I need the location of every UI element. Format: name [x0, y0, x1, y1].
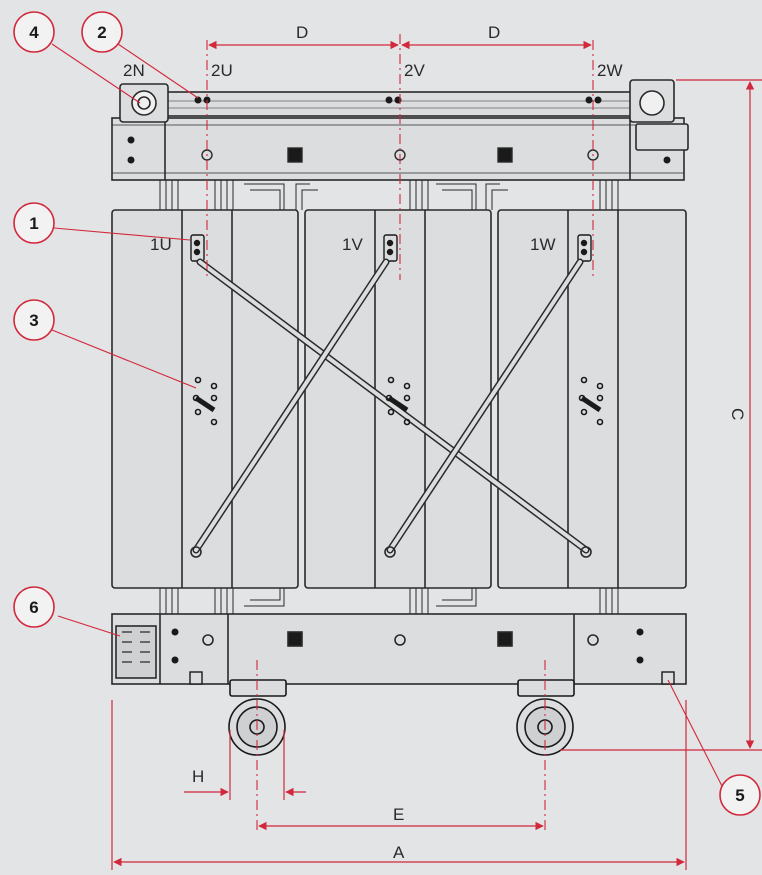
callout-4: 4 — [13, 11, 55, 53]
bottom-bolts — [171, 628, 644, 664]
tap-links — [192, 376, 604, 426]
dimension-d-right: D — [488, 23, 500, 42]
hv-terminals — [190, 234, 592, 262]
svg-text:6: 6 — [29, 598, 38, 617]
dimension-h: H — [192, 767, 204, 786]
dimension-d-left: D — [296, 23, 308, 42]
callout-3: 3 — [13, 299, 55, 341]
callout-leaders — [51, 43, 725, 791]
earth-terminals — [189, 671, 675, 685]
wheels — [228, 679, 575, 756]
callout-2: 2 — [81, 11, 123, 53]
dimension-c: C — [728, 408, 747, 420]
svg-text:5: 5 — [735, 786, 744, 805]
bottom-laminations — [159, 588, 619, 614]
terminal-2n: 2N — [123, 61, 145, 80]
terminal-2w: 2W — [597, 61, 623, 80]
terminal-labels: 2N 2U 2V 2W 1U 1V 1W — [123, 61, 623, 254]
top-bolts — [127, 96, 671, 164]
center-lines — [206, 34, 594, 830]
bottom-clamp-frame — [111, 613, 687, 685]
dimension-e: E — [393, 805, 404, 824]
callout-5: 5 — [719, 774, 761, 816]
svg-text:4: 4 — [29, 23, 39, 42]
top-laminations — [159, 180, 619, 210]
terminal-2u: 2U — [211, 61, 233, 80]
svg-text:3: 3 — [29, 311, 38, 330]
svg-text:2: 2 — [97, 23, 106, 42]
svg-text:1: 1 — [29, 214, 38, 233]
dimension-labels: D D A E H C — [192, 23, 747, 862]
terminal-1u: 1U — [150, 235, 172, 254]
delta-connection-rods — [190, 258, 592, 558]
terminal-2v: 2V — [404, 61, 425, 80]
callout-6: 6 — [13, 586, 55, 628]
callout-1: 1 — [13, 202, 55, 244]
terminal-1v: 1V — [342, 235, 363, 254]
dimension-lines — [111, 40, 762, 870]
terminal-1w: 1W — [530, 235, 556, 254]
dimension-a: A — [393, 843, 405, 862]
